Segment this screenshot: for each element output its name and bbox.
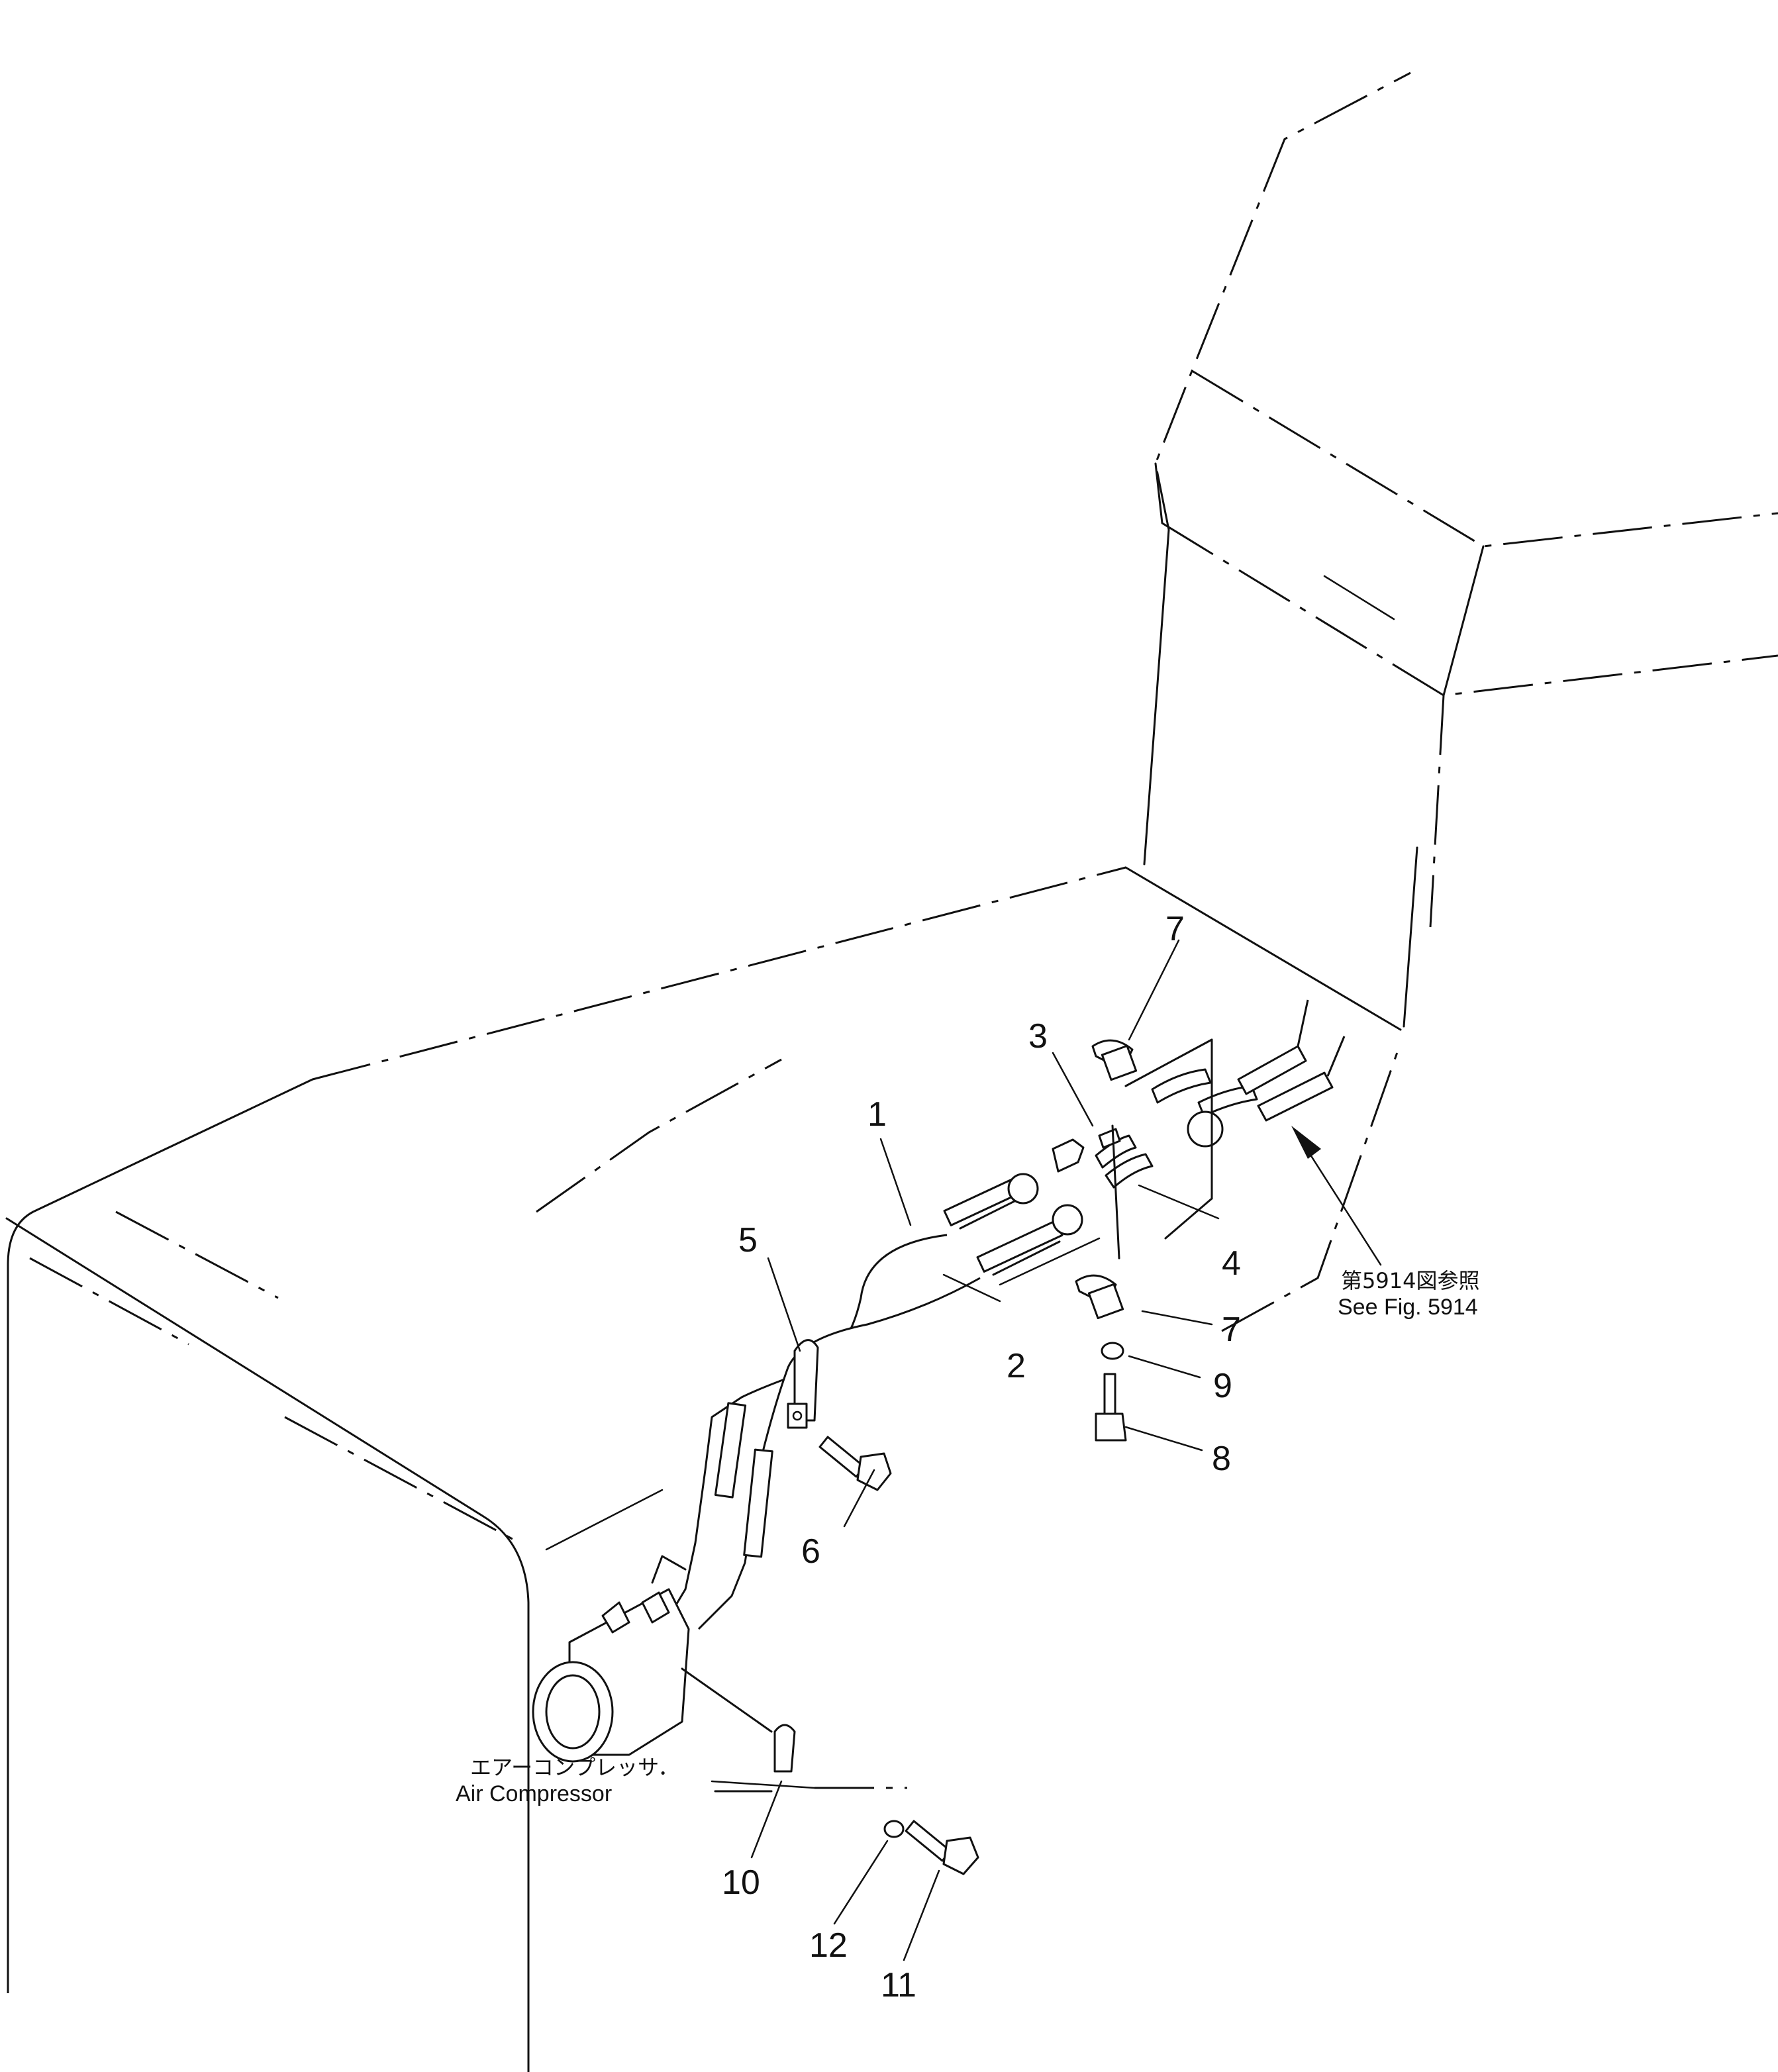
- see-fig-label-jp: 第5914図参照: [1341, 1268, 1479, 1293]
- see-fig-label-en: See Fig. 5914: [1338, 1295, 1478, 1320]
- bolts-and-washers: [818, 1342, 1127, 1875]
- air-compressor: [532, 1555, 773, 1763]
- clamps: [711, 1039, 1138, 1793]
- machine-body-outline: [5, 72, 1778, 2072]
- callout-10: 10: [722, 1863, 760, 1902]
- callout-8: 8: [1212, 1440, 1231, 1478]
- callout-11: 11: [881, 1966, 916, 2004]
- callout-7-lower: 7: [1222, 1310, 1241, 1349]
- callout-1: 1: [867, 1095, 887, 1134]
- fittings: [1007, 999, 1346, 1259]
- callout-2: 2: [1007, 1347, 1026, 1385]
- callout-numbers: 1 2 3 4 5 6 7 7 8 9 10 11 12: [722, 910, 1241, 2004]
- leader-lines: [750, 939, 1382, 1961]
- text-labels: 第5914図参照 See Fig. 5914 エアーコンプレッサ． Air Co…: [456, 1268, 1479, 1806]
- hose-assembly: [664, 1173, 1063, 1630]
- callout-9: 9: [1213, 1367, 1232, 1405]
- callout-7-upper: 7: [1165, 910, 1185, 948]
- callout-12: 12: [809, 1926, 848, 1965]
- callout-3: 3: [1028, 1017, 1048, 1056]
- callout-5: 5: [738, 1221, 758, 1259]
- callout-4: 4: [1222, 1244, 1241, 1283]
- compressor-label-en: Air Compressor: [456, 1781, 612, 1806]
- callout-6: 6: [801, 1532, 820, 1571]
- compressor-label-jp: エアーコンプレッサ．: [470, 1755, 679, 1780]
